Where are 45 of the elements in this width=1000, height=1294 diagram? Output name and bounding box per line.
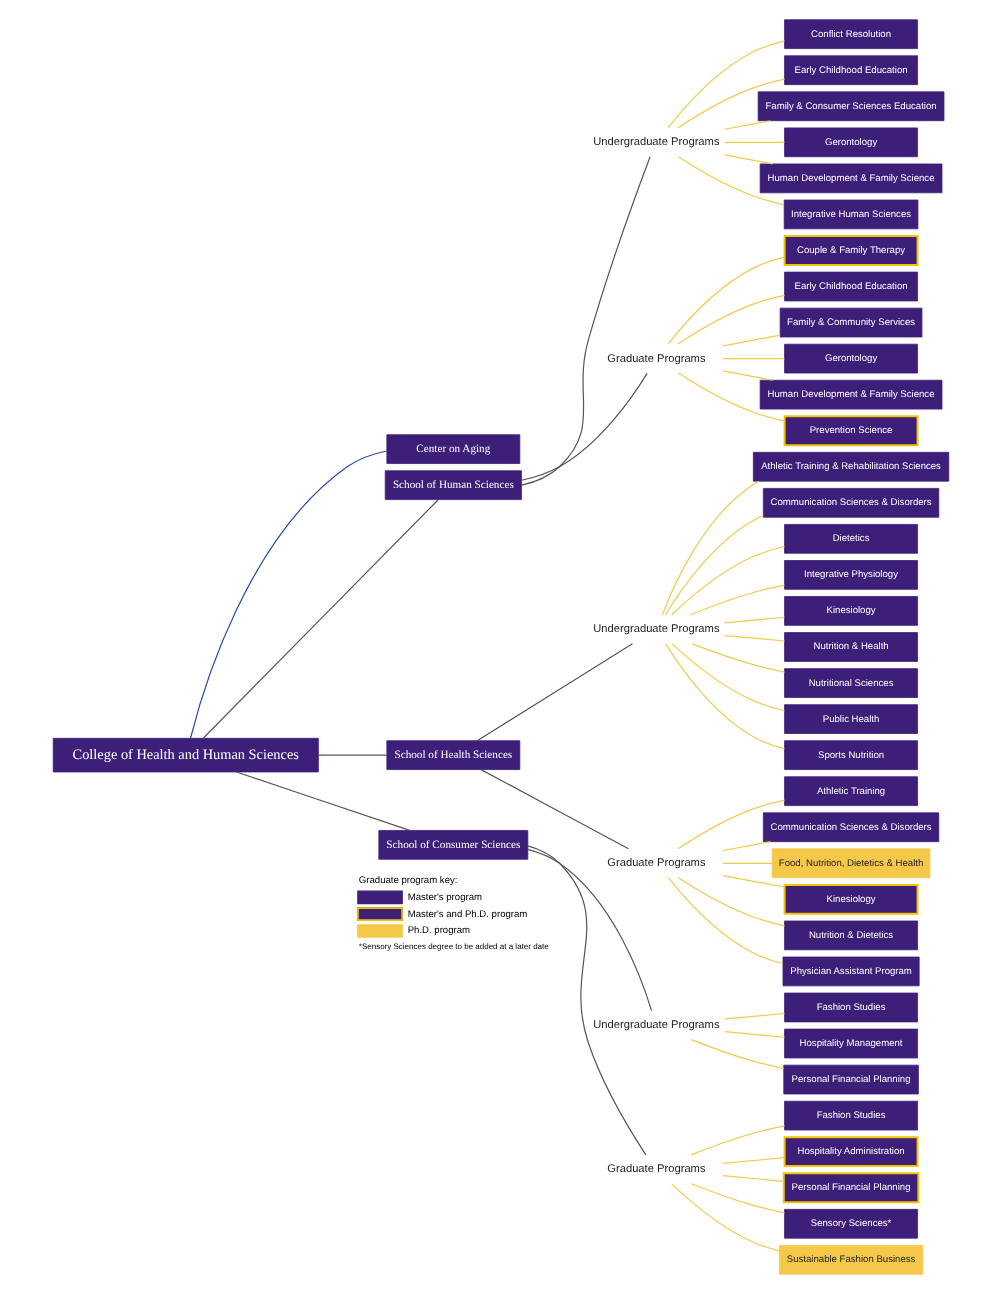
connector [723,634,784,642]
connector [723,154,773,165]
connector [723,616,784,624]
connector [721,334,780,347]
connector [721,370,773,381]
connector [723,1030,784,1038]
connector [676,78,785,129]
connector [723,1012,784,1020]
connector [721,358,784,360]
connector [670,545,784,616]
connector [663,514,763,616]
connector [670,643,784,712]
connector [235,771,410,832]
connector [475,643,633,742]
connector [721,862,772,864]
connector [666,877,783,965]
connector [721,875,784,888]
connector [676,799,785,850]
connector [201,499,438,739]
connector [188,450,387,739]
connector [721,1157,784,1164]
connector [660,480,759,616]
connector [666,40,785,129]
connector [520,156,650,486]
connector [689,1038,784,1070]
connector [664,643,784,750]
connector [689,1183,785,1214]
connector [721,1175,784,1182]
connector [676,372,785,422]
connector [676,294,785,345]
connector [690,643,785,673]
connector [676,156,784,206]
connector [670,1183,779,1252]
connector [688,584,785,616]
connector [723,120,770,130]
connector [316,754,387,756]
connector [479,769,629,850]
connector [721,841,770,852]
connector [526,845,646,1156]
connector [526,848,652,1012]
connector [676,877,785,927]
connector [689,1125,785,1156]
connector [666,256,785,345]
connector [520,372,647,481]
connector [723,141,784,143]
